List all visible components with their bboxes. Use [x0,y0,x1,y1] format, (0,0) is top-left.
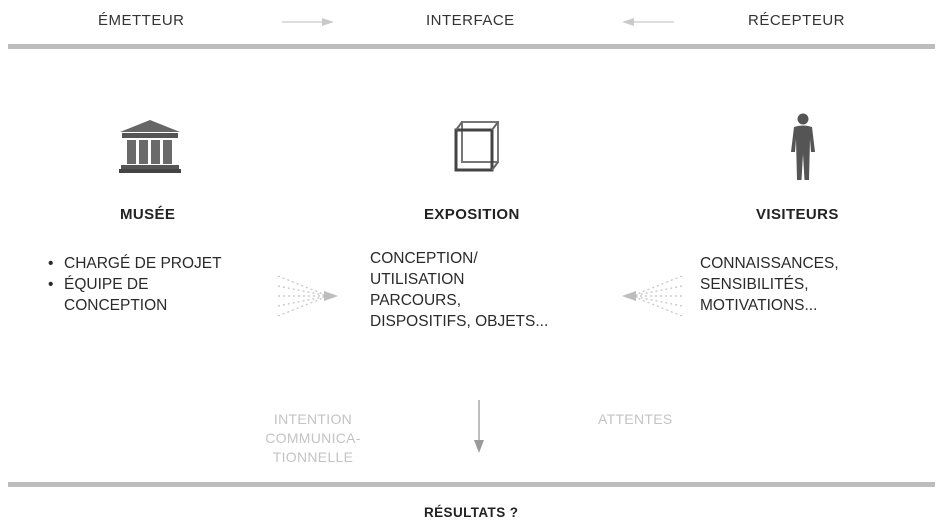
top-divider [8,44,935,49]
exhibition-title: EXPOSITION [424,206,520,223]
intention-label: INTENTION COMMUNICA- TIONNELLE [248,410,378,467]
museum-list: CHARGÉ DE PROJET ÉQUIPE DE CONCEPTION [48,253,222,316]
intention-line: INTENTION [273,411,353,427]
list-item: CHARGÉ DE PROJET [48,253,222,274]
museum-building-icon [119,120,181,173]
exhibition-line: CONCEPTION/ [370,250,478,267]
visitors-title: VISITEURS [756,206,839,223]
open-cube-icon [454,121,499,172]
arrow-down-icon [474,400,484,453]
intention-line: COMMUNICA- [265,430,361,446]
visitors-line: MOTIVATIONS... [700,297,818,314]
exhibition-line: DISPOSITIFS, OBJETS... [370,313,549,330]
arrow-left-icon [622,18,674,26]
arrow-right-icon [282,18,334,26]
visitors-line: CONNAISSANCES, [700,255,839,272]
bottom-divider [8,482,935,487]
visitors-text: CONNAISSANCES, SENSIBILITÉS, MOTIVATIONS… [700,253,839,316]
header-interface-label: INTERFACE [426,12,515,29]
dotted-arrow-left-icon [622,275,683,317]
attentes-label: ATTENTES [598,411,673,427]
dotted-arrow-right-icon [277,275,338,317]
visitors-line: SENSIBILITÉS, [700,276,809,293]
standing-person-icon [791,113,815,180]
exhibition-line: PARCOURS, [370,292,462,309]
exhibition-line: UTILISATION [370,271,465,288]
intention-line: TIONNELLE [272,449,354,465]
exhibition-text: CONCEPTION/ UTILISATION PARCOURS, DISPOS… [370,248,548,332]
header-receiver-label: RÉCEPTEUR [748,12,846,29]
list-item: ÉQUIPE DE [48,274,222,295]
header-emitter-label: ÉMETTEUR [98,12,185,29]
museum-title: MUSÉE [120,206,176,223]
list-item-continuation: CONCEPTION [64,297,168,314]
results-label: RÉSULTATS ? [424,505,519,520]
